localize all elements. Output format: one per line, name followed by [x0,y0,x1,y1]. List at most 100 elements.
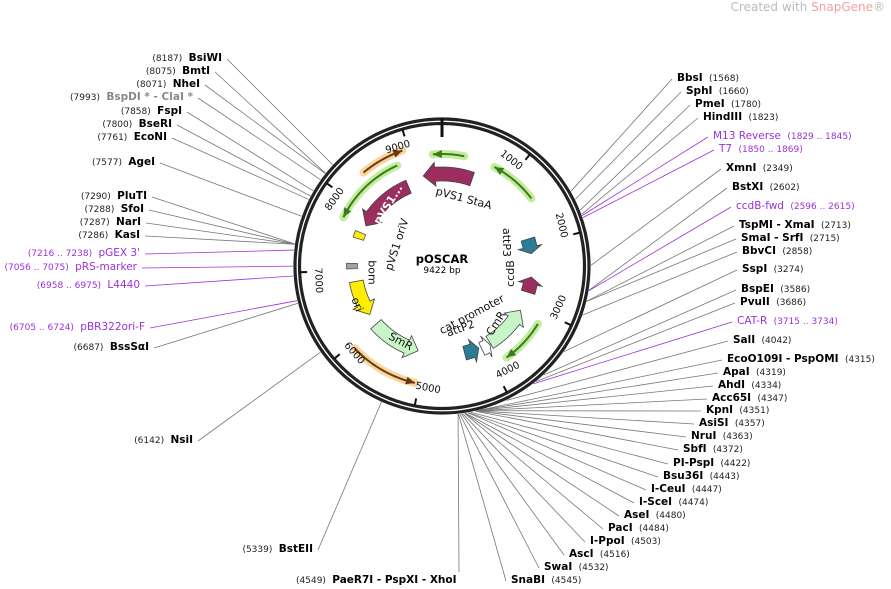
site-position: (4334) [751,381,782,391]
restriction-site-label[interactable]: SnaBI (4545) [511,574,581,588]
restriction-site-label[interactable]: (8187) BsiWI [152,52,222,66]
restriction-site-label[interactable]: TspMI - XmaI (2713) [739,219,851,233]
site-position: (8187) [152,54,183,64]
restriction-site-label[interactable]: PacI (4484) [608,522,669,536]
restriction-site-label[interactable]: AsiSI (4357) [699,417,765,431]
site-name: pRS-marker [75,261,137,273]
restriction-site-label[interactable]: (7577) AgeI [92,156,155,170]
restriction-site-label[interactable]: PI-PspI (4422) [673,457,750,471]
site-leader-line [574,91,682,200]
primer-leader-line [582,149,715,219]
primer-label[interactable]: ccdB-fwd (2596 .. 2615) [736,200,855,214]
primer-label[interactable]: (7216 .. 7238) pGEX 3' [28,247,140,261]
restriction-site-label[interactable]: ApaI (4319) [723,366,786,380]
site-name: SbfI [683,443,707,455]
restriction-site-label[interactable]: (8075) BmtI [146,65,210,79]
primer-leader-line [533,321,733,385]
restriction-site-label[interactable]: (7286) KasI [78,229,140,243]
restriction-site-label[interactable]: (7288) SfoI [84,203,144,217]
site-name: BspDI * - ClaI * [106,91,193,103]
restriction-site-label[interactable]: Bsu36I (4443) [663,470,740,484]
primer-label[interactable]: T7 (1850 .. 1869) [719,143,803,157]
site-position: (3586) [780,285,811,295]
restriction-site-label[interactable]: Acc65I (4347) [712,392,787,406]
restriction-site-label[interactable]: BspEI (3586) [741,283,810,297]
restriction-site-label[interactable]: BbvCI (2858) [742,245,812,259]
restriction-site-label[interactable]: AhdI (4334) [718,379,781,393]
site-leader-line [476,410,687,438]
restriction-site-label[interactable]: SphI (1660) [686,85,749,99]
restriction-site-label[interactable]: BstXI (2602) [732,181,800,195]
site-position: (6958 .. 6975) [36,281,102,291]
restriction-site-label[interactable]: (7858) FspI [121,105,182,119]
site-position: (7993) [70,93,100,103]
site-position: (4363) [722,432,753,442]
restriction-site-label[interactable]: HindIII (1823) [703,111,778,125]
restriction-site-label[interactable]: SalI (4042) [733,334,791,348]
restriction-site-label[interactable]: BbsI (1568) [677,72,739,86]
restriction-site-label[interactable]: SmaI - SrfI (2715) [741,232,840,246]
site-leader-line [197,97,321,181]
site-position: (8075) [145,67,176,77]
site-leader-line [317,401,382,551]
pvs1-rep-feature [361,179,412,227]
site-position: (3715 .. 3734) [773,317,838,327]
restriction-site-label[interactable]: (7761) EcoNI [97,131,167,145]
restriction-site-label[interactable]: AseI (4480) [624,509,686,523]
restriction-site-label[interactable]: (6687) BssSαI [74,341,149,355]
tick-mark [333,353,341,360]
site-name: BbvCI [742,245,776,257]
plasmid-title: pOSCAR 9422 bp [416,252,469,276]
restriction-site-label[interactable]: I-PpoI (4503) [590,535,661,549]
site-name: EcoNI [133,131,167,143]
site-name: SwaI [544,561,573,573]
site-position: (4549) [296,576,326,586]
restriction-site-label[interactable]: I-SceI (4474) [639,496,708,510]
restriction-site-label[interactable]: (7800) BseRI [102,118,172,132]
site-name: XmnI [726,162,757,174]
restriction-site-label[interactable]: (7290) PluTI [81,190,147,204]
primer-label[interactable]: M13 Reverse (1829 .. 1845) [713,130,852,144]
primer-label[interactable]: CAT-R (3715 .. 3734) [737,315,838,329]
site-position: (4503) [630,537,661,547]
site-leader-line [145,222,295,245]
restriction-site-label[interactable]: (4549) PaeR7I - PspXI - XhoI [296,574,457,588]
site-position: (2715) [809,234,840,244]
site-name: T7 [719,143,733,155]
site-name: PacI [608,522,633,534]
site-leader-line [171,137,309,200]
restriction-site-label[interactable]: (7287) NarI [80,216,141,230]
site-leader-line [464,412,620,517]
restriction-site-label[interactable]: SwaI (4532) [544,561,609,575]
restriction-site-label[interactable]: (8071) NheI [136,78,200,92]
site-position: (1829 .. 1845) [787,132,852,142]
restriction-site-label[interactable]: I-CeuI (4447) [651,483,722,497]
site-name: NsiI [170,434,193,446]
restriction-site-label[interactable]: EcoO109I - PspOMI (4315) [727,353,875,367]
restriction-site-label[interactable]: PvuII (3686) [740,296,806,310]
restriction-site-label[interactable]: XmnI (2349) [726,162,793,176]
site-position: (2349) [762,164,793,174]
restriction-site-label[interactable]: SspI (3274) [742,263,804,277]
restriction-site-label[interactable]: (5339) BstEII [242,543,313,557]
site-name: KpnI [706,404,734,416]
restriction-site-label[interactable]: PmeI (1780) [695,98,761,112]
site-name: TspMI - XmaI [739,219,815,231]
restriction-site-label[interactable]: (6142) NsiI [134,434,193,448]
restriction-site-label[interactable]: KpnI (4351) [706,404,769,418]
tick-mark [524,153,531,161]
restriction-site-label[interactable]: SbfI (4372) [683,443,743,457]
site-leader-line [581,117,699,215]
site-leader-line [535,302,736,382]
site-name: FspI [157,105,182,117]
primer-label[interactable]: (6958 .. 6975) L4440 [37,279,140,293]
restriction-site-label[interactable]: AscI (4516) [569,548,630,562]
site-position: (4042) [761,336,792,346]
site-name: ApaI [723,366,750,378]
site-position: (3686) [776,298,807,308]
primer-label[interactable]: (6705 .. 6724) pBR322ori-F [10,321,145,335]
restriction-site-label[interactable]: (7993) BspDI * - ClaI * [70,91,193,105]
primer-label[interactable]: (7056 .. 7075) pRS-marker [4,261,137,275]
site-leader-line [588,187,728,291]
restriction-site-label[interactable]: NruI (4363) [691,430,753,444]
